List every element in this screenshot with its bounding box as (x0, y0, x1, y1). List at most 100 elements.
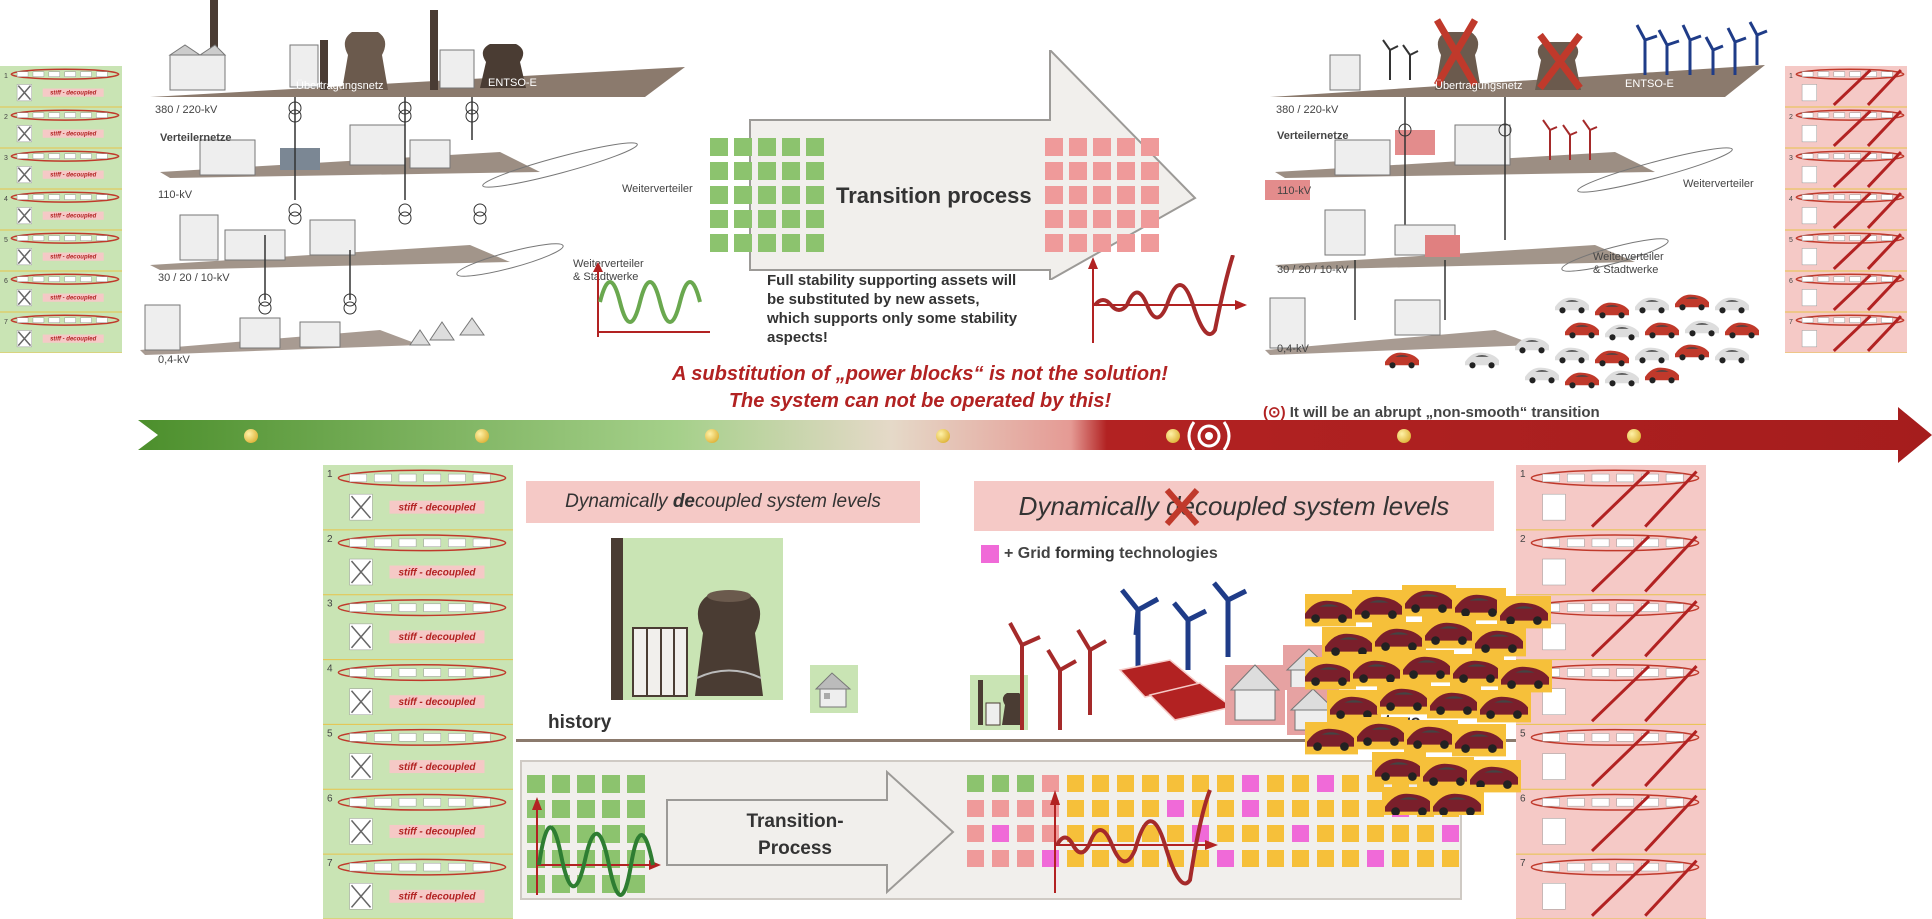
red-tile (1045, 186, 1063, 204)
tile (1167, 825, 1184, 842)
red-tile (1093, 162, 1111, 180)
green-tile (627, 825, 645, 843)
tile (1117, 800, 1134, 817)
tile (1242, 850, 1259, 867)
bottom-transition-line-2: Process (758, 838, 832, 859)
level-ring (337, 599, 507, 617)
tile (1242, 825, 1259, 842)
ev-car (1450, 654, 1504, 687)
ev-car (1645, 367, 1679, 384)
warning-line-2: The system can not be operated by this! (728, 390, 1112, 412)
tile (1367, 825, 1384, 842)
level-ring (10, 314, 120, 326)
tile (1092, 825, 1109, 842)
tile (1342, 800, 1359, 817)
history-future-divider (516, 739, 1516, 742)
level-number: 6 (1789, 278, 1793, 285)
top-transition-description: Full stability supporting assets will be… (767, 271, 1017, 347)
stiff-decoupled-label: stiff - decoupled (50, 337, 97, 343)
ev-car (1427, 686, 1481, 719)
timeline-marker (1166, 429, 1180, 443)
ev-car (1400, 650, 1454, 683)
abrupt-text: It will be an abrupt „non-smooth“ transi… (1289, 404, 1600, 421)
green-tile (758, 162, 776, 180)
level-number: 3 (4, 155, 8, 162)
red-tile (1045, 210, 1063, 228)
level-number: 4 (1789, 196, 1793, 203)
green-tile (710, 138, 728, 156)
red-tile (1141, 210, 1159, 228)
grid-forming-legend-swatch (981, 545, 999, 563)
green-tile (758, 186, 776, 204)
tile (1192, 775, 1209, 792)
green-tile (782, 210, 800, 228)
top-red-tiles (1045, 138, 1159, 252)
tier-110-label: 110-kV (158, 189, 193, 201)
level-ring (10, 273, 120, 285)
tile (1217, 850, 1234, 867)
red-tile (1045, 138, 1063, 156)
tile (1442, 850, 1459, 867)
stiff-decoupled-label: stiff - decoupled (398, 892, 476, 903)
level-ring (10, 109, 120, 121)
tile (1442, 825, 1459, 842)
tr-tier-30-label: 30 / 20 / 10-kV (1277, 264, 1349, 276)
green-tile (627, 875, 645, 893)
tile (1292, 825, 1309, 842)
ev-car (1350, 654, 1404, 687)
ev-car (1354, 717, 1408, 750)
level-number: 5 (1789, 237, 1793, 244)
ev-car (1305, 594, 1356, 627)
red-tile (1093, 138, 1111, 156)
top-left-grid-illustration (140, 0, 685, 355)
ev-car (1467, 760, 1521, 793)
green-tile (734, 210, 752, 228)
level-number: 1 (327, 469, 333, 480)
tile (1067, 825, 1084, 842)
warning-line-1: A substitution of „power blocks“ is not … (672, 363, 1168, 385)
level-number: 5 (4, 237, 8, 244)
level-number: 4 (327, 664, 333, 675)
level-number: 2 (4, 114, 8, 121)
tile (1267, 775, 1284, 792)
green-tile (552, 800, 570, 818)
level-ring (1530, 858, 1700, 876)
ev-car (1382, 787, 1436, 815)
timeline-arrow (138, 407, 1932, 463)
green-tile (602, 775, 620, 793)
top-right-grid-illustration (1265, 18, 1768, 389)
red-tile (1117, 162, 1135, 180)
red-tile (1069, 186, 1087, 204)
tile (1092, 775, 1109, 792)
tier-380-label: 380 / 220-kV (155, 104, 218, 116)
pill-left-post: coupled system levels (695, 491, 881, 512)
tile (1267, 825, 1284, 842)
desc-line-4: aspects! (767, 329, 828, 346)
ev-car (1322, 627, 1376, 660)
stiff-decoupled-label: stiff - decoupled (50, 132, 97, 138)
bottom-transition-arrow (666, 770, 955, 895)
tile (1117, 850, 1134, 867)
weiterverteiler-stadtwerke-label-1: Weiterverteiler (573, 258, 644, 270)
tile (1092, 800, 1109, 817)
ev-car (1515, 337, 1549, 354)
tile (992, 825, 1009, 842)
tr-weiterverteiler-stadtwerke-label-1: Weiterverteiler (1593, 251, 1664, 263)
tile (1017, 850, 1034, 867)
ev-car (1477, 690, 1531, 723)
tile (1342, 775, 1359, 792)
level-number: 2 (327, 534, 333, 545)
bottom-transition-line-1: Transition- (746, 811, 844, 832)
desc-line-3: which supports only some stability (767, 310, 1018, 327)
stiff-decoupled-label: stiff - decoupled (398, 632, 476, 643)
level-ring (1530, 728, 1700, 746)
decoupled-levels-pill: Dynamically decoupled system levels (526, 481, 920, 523)
ev-car (1565, 372, 1599, 389)
tile (1317, 850, 1334, 867)
level-number: 2 (1520, 534, 1526, 545)
level-number: 5 (1520, 728, 1526, 739)
tile (1017, 825, 1034, 842)
tile (1367, 800, 1384, 817)
